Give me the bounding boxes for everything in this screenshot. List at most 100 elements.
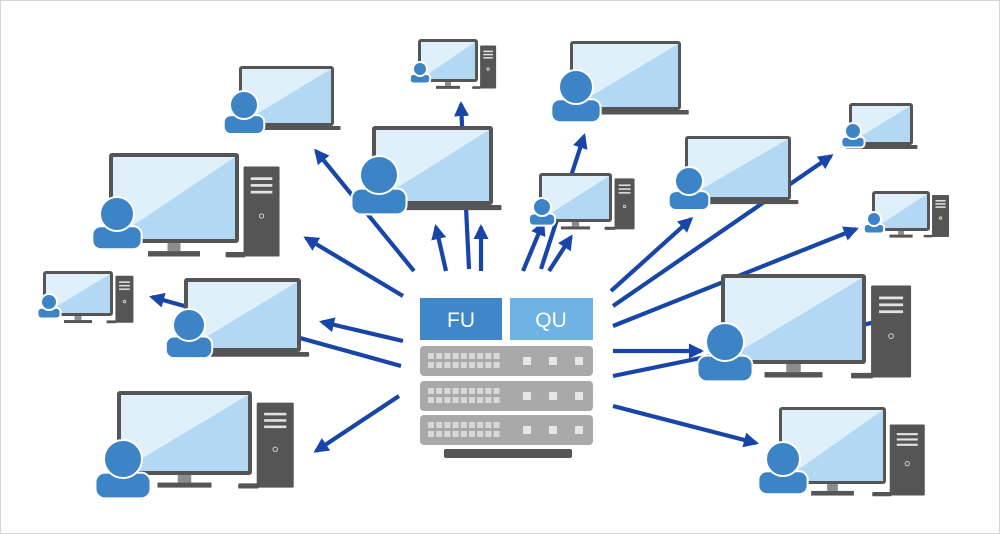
tower-case: [480, 45, 497, 89]
monitor-neck: [571, 222, 580, 227]
tower-drive: [250, 177, 273, 180]
tower-drive: [250, 184, 273, 187]
vent-slot: [485, 397, 492, 403]
monitor-neck: [177, 475, 192, 483]
tower-drive: [119, 281, 130, 283]
laptop-icon: [840, 103, 918, 149]
vent-slot: [460, 422, 467, 428]
tower-case: [932, 195, 950, 237]
tower-drive: [896, 438, 918, 441]
vent-slot: [469, 397, 475, 403]
rack-unit: [420, 381, 593, 411]
vent-slot: [436, 431, 443, 437]
mouse: [238, 483, 259, 489]
mouse: [106, 320, 117, 324]
vent-slot: [469, 362, 475, 368]
vent-slot: [477, 431, 484, 437]
vent-slot: [436, 397, 443, 403]
vent-slot: [460, 362, 467, 368]
vent-slot: [460, 431, 467, 437]
rack-led: [549, 426, 557, 434]
fu-module-label: FU: [447, 309, 475, 332]
tower-drive: [264, 425, 287, 429]
laptop-icon: [222, 66, 341, 135]
vent-slot: [477, 362, 484, 368]
monitor-neck: [827, 484, 838, 491]
vent-slot: [452, 422, 459, 428]
vent-slot: [485, 362, 492, 368]
vent-slot: [436, 362, 443, 368]
user-icon: [862, 211, 886, 235]
tower-drive: [483, 50, 493, 53]
monitor-stand: [148, 251, 200, 257]
monitor-neck: [167, 243, 181, 252]
monitor-icon: [418, 39, 478, 89]
vent-slot: [493, 397, 500, 403]
user-icon: [840, 122, 866, 149]
qu-module: [510, 298, 593, 340]
monitor-icon: [539, 173, 612, 230]
tower-drive: [896, 433, 918, 436]
monitor-neck: [898, 231, 904, 235]
laptop-icon: [350, 126, 502, 216]
tower-pc-icon: [871, 285, 912, 378]
tower-drive: [879, 296, 904, 300]
vent-slot: [428, 397, 434, 403]
user-icon: [696, 322, 754, 383]
rack-led: [575, 392, 583, 400]
arrow: [612, 403, 759, 448]
power-icon: [938, 216, 943, 220]
vent-slot: [452, 362, 459, 368]
power-icon: [486, 67, 490, 71]
tower-drive: [879, 303, 904, 307]
tower-drive: [264, 419, 287, 422]
tower-case: [256, 402, 294, 488]
user-icon: [550, 69, 602, 124]
rack-unit-body: [420, 381, 593, 411]
rack-led: [575, 426, 583, 434]
rack-led: [523, 357, 531, 365]
monitor-stand: [889, 234, 913, 238]
client-devices: [36, 39, 950, 500]
screen: [782, 410, 883, 481]
power-icon: [122, 299, 127, 304]
vent-slot: [485, 388, 492, 394]
user-head: [532, 197, 552, 217]
rack-unit: [420, 415, 593, 445]
vent-slot: [428, 388, 434, 394]
tower-pc-icon: [480, 45, 497, 89]
vent-slot: [460, 353, 467, 359]
arrow: [609, 216, 694, 293]
screen: [875, 194, 927, 228]
vent-slot: [493, 431, 500, 437]
vent-slot: [469, 431, 475, 437]
tower-pc-icon: [256, 402, 294, 488]
desktop-pc: [862, 191, 950, 238]
tower-drive: [250, 190, 273, 194]
vent-slot: [436, 353, 443, 359]
user-head: [412, 61, 428, 77]
monitor-neck: [786, 364, 801, 373]
monitor-stand: [560, 226, 591, 230]
user-icon: [222, 90, 266, 135]
vent-slot: [444, 353, 451, 359]
vent-slot: [444, 397, 451, 403]
laptop-icon: [164, 278, 310, 360]
power-icon: [904, 461, 910, 467]
monitor-stand: [811, 490, 854, 496]
desktop-pc: [757, 407, 925, 497]
user-head: [99, 196, 135, 232]
monitor-icon: [872, 191, 930, 238]
user-head: [558, 69, 594, 105]
vent-slot: [493, 388, 500, 394]
rack-unit: [420, 346, 593, 376]
arrow: [431, 224, 449, 272]
vent-slot: [444, 431, 451, 437]
rack-units: [420, 346, 593, 445]
user-icon: [36, 293, 62, 320]
desktop-pc: [408, 39, 497, 89]
monitor-neck: [445, 82, 451, 86]
mouse: [923, 234, 933, 238]
mouse: [225, 252, 246, 258]
user-icon: [757, 441, 809, 496]
